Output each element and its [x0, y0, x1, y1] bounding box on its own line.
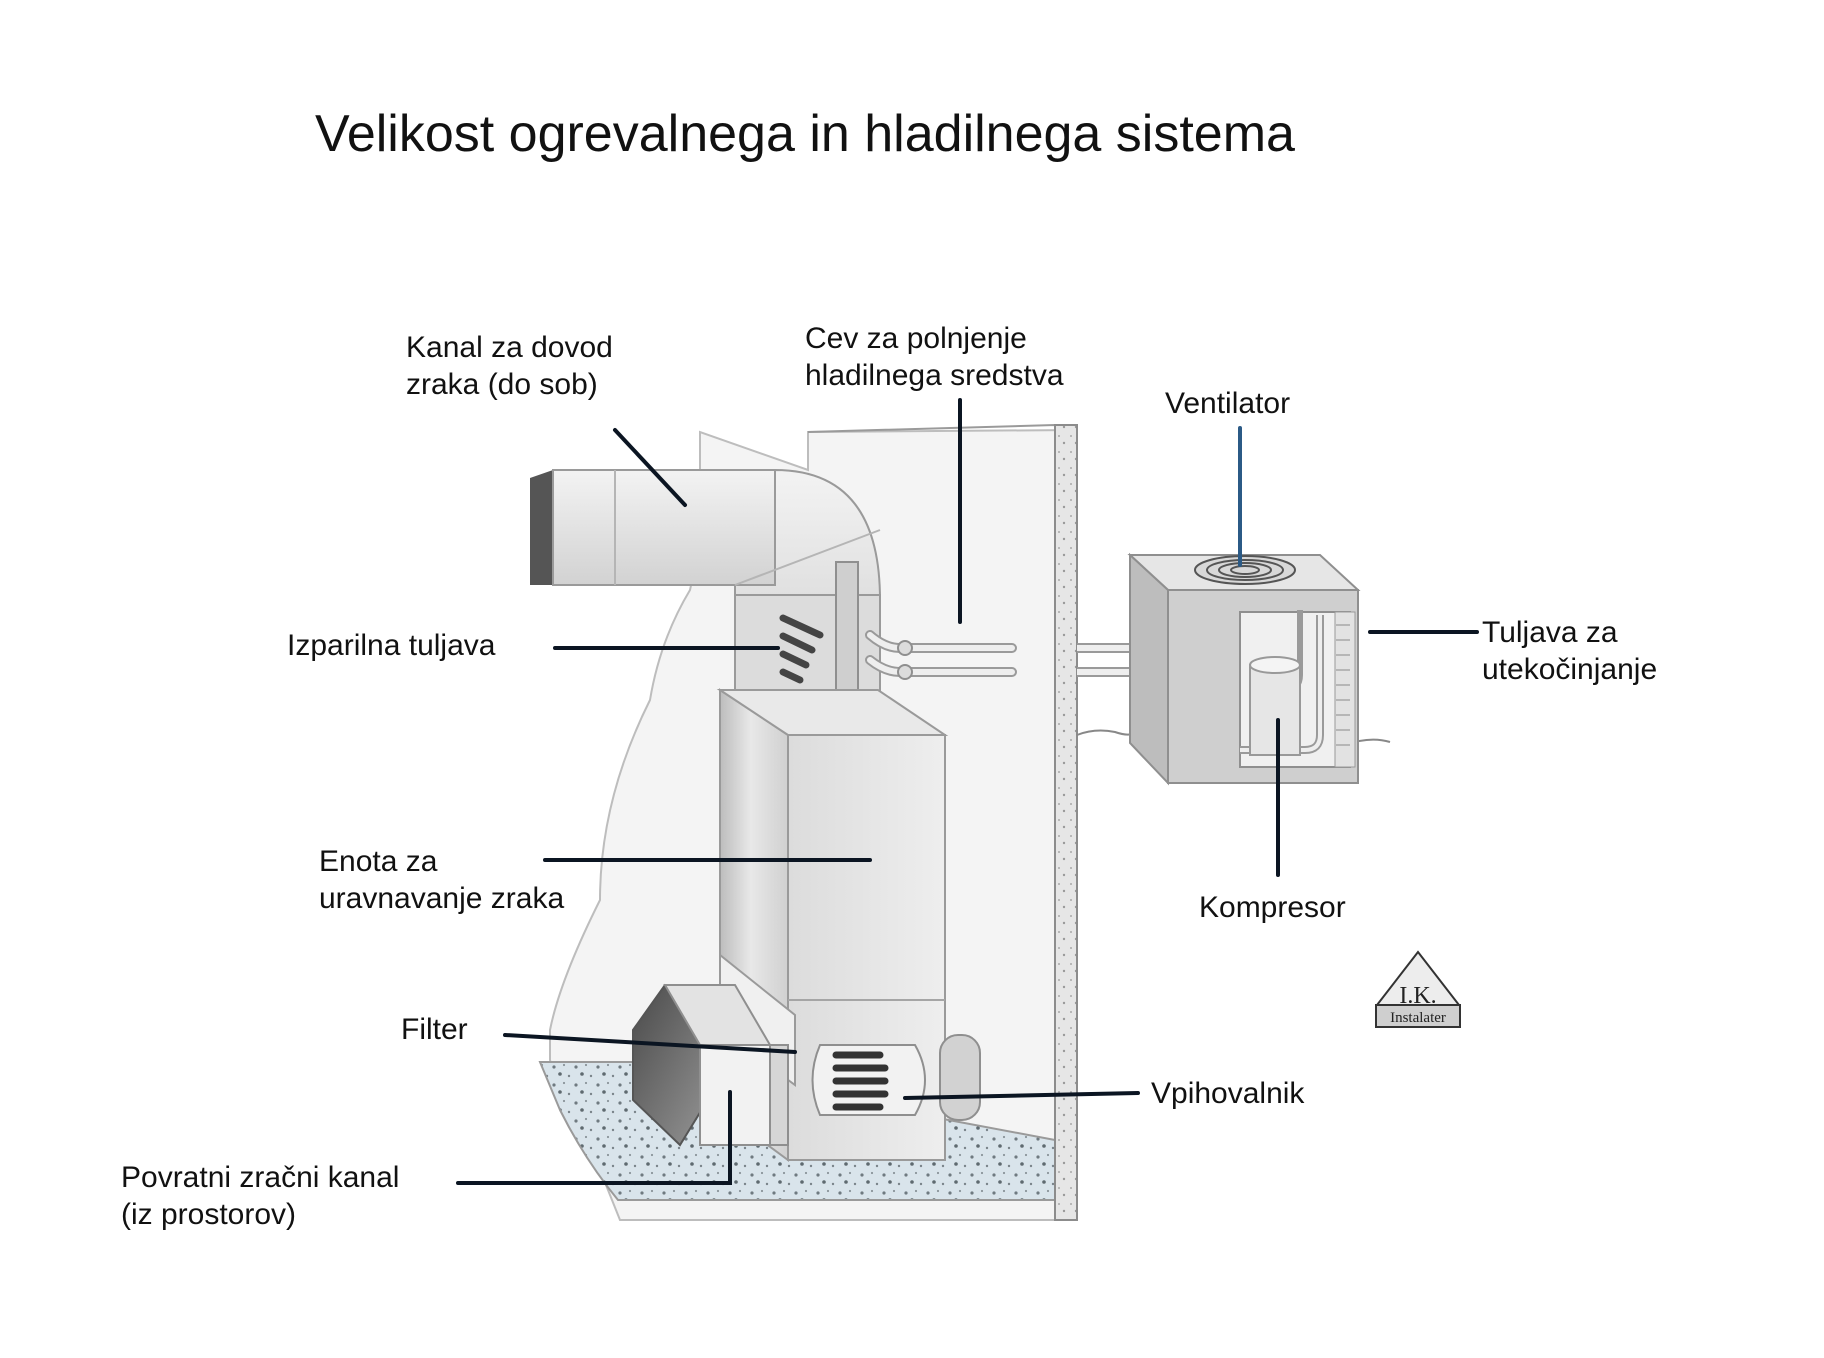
exterior-wall [1054, 424, 1078, 1221]
evaporator-fins [779, 614, 824, 684]
logo-initials: I.K. [1399, 983, 1436, 1009]
leader-supply-duct [613, 428, 687, 507]
label-filter: Filter [401, 1013, 468, 1046]
condenser-fan [1194, 555, 1296, 585]
return-duct-side [769, 1044, 789, 1146]
blower-grille [832, 1051, 889, 1111]
instalater-logo: I.K. Instalater [1374, 950, 1462, 1028]
supply-duct [552, 469, 776, 586]
label-evaporator-coil: Izparilna tuljava [287, 629, 496, 662]
label-return-duct: Povratni zračni kanal (iz prostorov) [121, 1161, 400, 1231]
logo-subtitle: Instalater [1390, 1010, 1446, 1026]
label-supply-duct: Kanal za dovod zraka (do sob) [406, 331, 613, 401]
compressor [1249, 656, 1301, 756]
leader-blower [903, 1091, 1140, 1100]
label-blower: Vpihovalnik [1151, 1077, 1305, 1110]
supply-duct-end [530, 470, 553, 585]
label-air-handler: Enota za uravnavanje zraka [319, 845, 565, 915]
label-refrigerant-line: Cev za polnjenje hladilnega sredstva [805, 322, 1064, 392]
blower-housing [939, 1034, 981, 1121]
condenser-coil-fins [1336, 624, 1350, 746]
condenser-side [1129, 552, 1169, 786]
leader-lines [456, 398, 1479, 1185]
label-compressor: Kompresor [1199, 891, 1346, 924]
label-condenser-coil: Tuljava za utekočinjanje [1482, 616, 1658, 686]
leader-return-duct [456, 1090, 732, 1185]
return-duct-front [699, 1044, 771, 1146]
diagram-title: Velikost ogrevalnega in hladilnega siste… [315, 105, 1295, 163]
label-fan: Ventilator [1165, 387, 1291, 420]
leader-filter [503, 1033, 797, 1054]
